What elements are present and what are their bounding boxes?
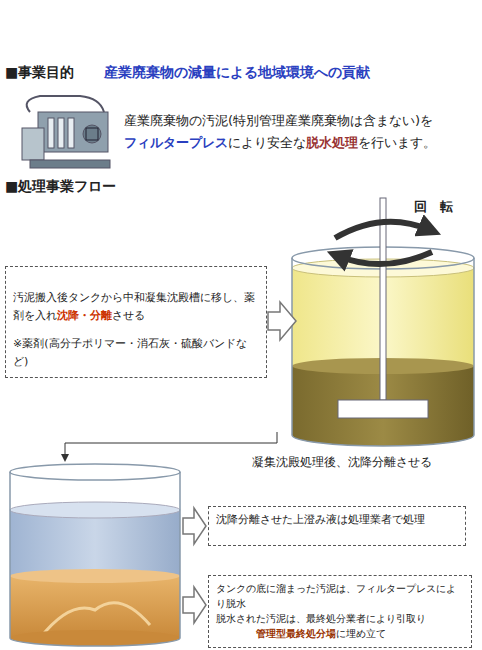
rotation-label: 回 転 bbox=[414, 198, 453, 216]
description-text: フィルタープレス bbox=[124, 135, 228, 150]
description-text: を行います。 bbox=[358, 135, 436, 150]
text-line: 管理型最終処分場に埋め立て bbox=[216, 626, 464, 641]
step-note: 凝集沈殿処理後、沈降分離させる bbox=[252, 454, 432, 471]
purpose-heading: 産業廃棄物の減量による地域環境への貢献 bbox=[104, 64, 370, 82]
box-text: 沈降分離させた上澄み液は処理業者で処理 bbox=[216, 513, 425, 526]
box-text: タンクの底に溜まった汚泥は、フィルタープレスにより脱水 bbox=[216, 583, 456, 609]
box-text: 沈降・分離 bbox=[57, 309, 112, 322]
text-line: 脱水された汚泥は、最終処分業者により引取り bbox=[216, 611, 464, 626]
hollow-arrow bbox=[183, 587, 206, 623]
text-line: 沈降分離させた上澄み液は処理業者で処理 bbox=[216, 512, 458, 528]
box-text: に埋め立て bbox=[336, 628, 386, 639]
description-text: 産業廃棄物の汚泥(特別管理産業廃棄物は含まない)を bbox=[124, 110, 478, 132]
settling-tank bbox=[292, 198, 474, 446]
box-text: 脱水された汚泥は、最終処分業者により引取り bbox=[216, 613, 426, 624]
description-text: 脱水処理 bbox=[306, 135, 358, 150]
section-heading: ■処理事業フロー bbox=[5, 178, 116, 196]
section-heading: ■事業目的 bbox=[5, 64, 74, 82]
text-line: 汚泥搬入後タンクから中和凝集沈殿槽に移し、薬剤を入れ沈降・分離させる bbox=[13, 289, 259, 325]
step-box: 汚泥搬入後タンクから中和凝集沈殿槽に移し、薬剤を入れ沈降・分離させる ※薬剤(高分… bbox=[5, 266, 267, 378]
step-box: タンクの底に溜まった汚泥は、フィルタープレスにより脱水脱水された汚泥は、最終処分… bbox=[208, 575, 472, 648]
transfer-line bbox=[65, 432, 277, 460]
step-box: 沈降分離させた上澄み液は処理業者で処理 bbox=[208, 506, 466, 546]
box-text: させる bbox=[112, 309, 145, 322]
text-line: ※薬剤(高分子ポリマー・消石灰・硫酸バンドなど) bbox=[13, 335, 259, 371]
hollow-arrow bbox=[268, 302, 296, 340]
separation-tank bbox=[10, 464, 180, 646]
description-block: 産業廃棄物の汚泥(特別管理産業廃棄物は含まない)をフィルタープレスにより安全な脱… bbox=[124, 110, 478, 154]
filter-press-icon bbox=[22, 96, 110, 168]
box-text: 管理型最終処分場 bbox=[256, 628, 336, 639]
hollow-arrow bbox=[183, 508, 206, 544]
box-text: ※薬剤(高分子ポリマー・消石灰・硫酸バンドなど) bbox=[13, 337, 247, 368]
text-line: タンクの底に溜まった汚泥は、フィルタープレスにより脱水 bbox=[216, 581, 464, 611]
description-text: により安全な bbox=[228, 135, 306, 150]
